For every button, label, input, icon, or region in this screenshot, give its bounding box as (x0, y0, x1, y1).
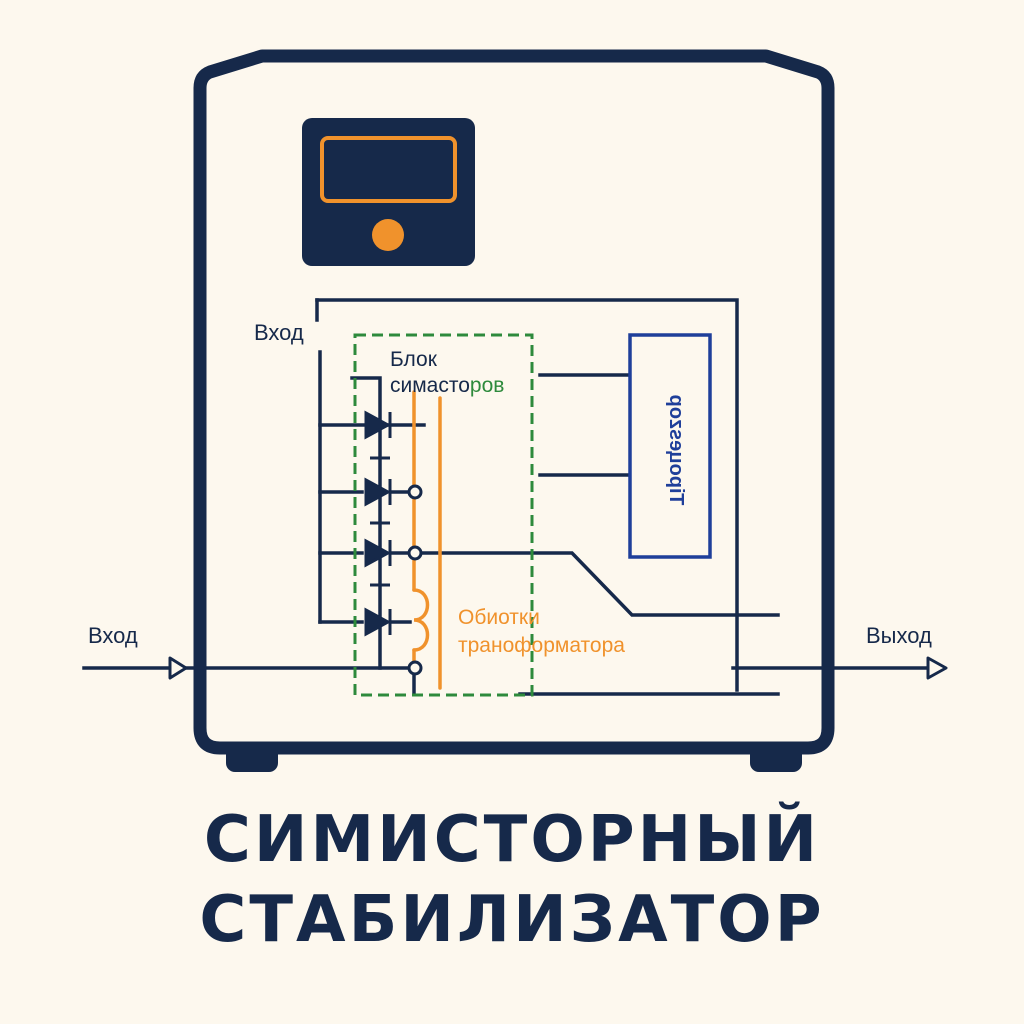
tap-point (407, 660, 423, 676)
processor-label: Tipoцeszop (665, 395, 687, 506)
indicator-knob-icon (372, 219, 404, 251)
tap-point (407, 484, 423, 500)
triac-block-label-part-b: ров (470, 374, 505, 397)
tap-points (407, 484, 423, 676)
windings-label-line1: Обиотки (458, 606, 540, 629)
arrow-right-icon (926, 656, 948, 680)
triac-block-label-part-a: симасто (390, 374, 470, 397)
circuit-wiring (82, 298, 928, 696)
windings-label-line2: траноформатора (458, 634, 625, 657)
output-label-right: Выход (866, 623, 932, 648)
triac-symbol-icon (364, 477, 392, 525)
display-screen-icon (302, 118, 475, 266)
input-label-left: Вход (88, 623, 138, 648)
triac-symbol-icon (364, 538, 392, 587)
input-label-top: Вход (254, 320, 304, 345)
title-line-2: СТАБИЛИЗАТОР (199, 883, 825, 957)
arrow-right-icon (168, 656, 188, 680)
triac-block-label-line1: Блок (390, 348, 438, 371)
tap-point (407, 545, 423, 561)
title-line-1: СИМИСТОРНЫЙ (203, 803, 821, 877)
triac-block-boundary (353, 333, 534, 697)
processor-box (628, 333, 712, 559)
triac-symbol-icon (364, 410, 392, 460)
triac-block-label-line2: симасторов (390, 374, 504, 397)
triac-symbol-icon (364, 607, 392, 637)
